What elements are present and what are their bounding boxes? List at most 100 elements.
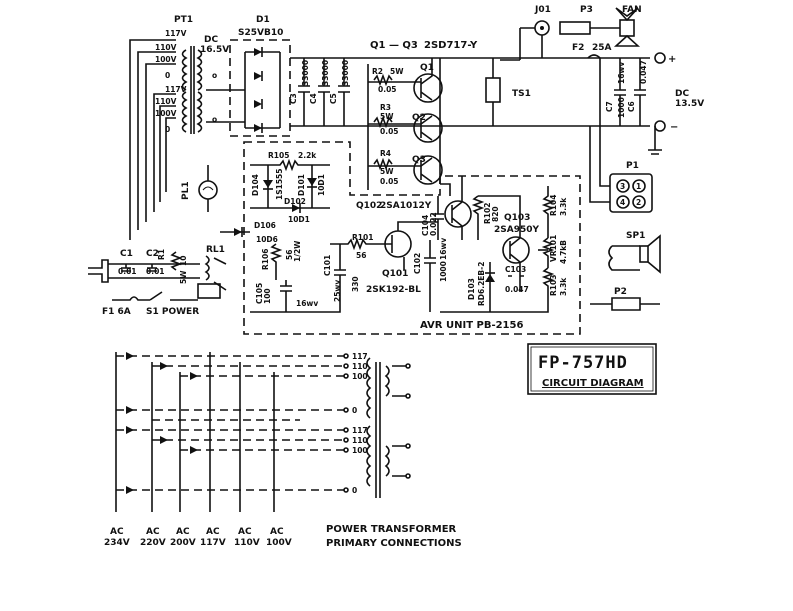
d102-label: D102 — [284, 197, 306, 206]
c104-label: C104 — [421, 215, 430, 236]
d104-label: D104 — [251, 174, 260, 196]
dc-out-volts: 13.5V — [675, 99, 704, 109]
c4-label: C4 — [309, 93, 318, 104]
transistor-q3: Q3 — [412, 155, 443, 185]
title-outer-frame — [527, 343, 657, 395]
r2-watt: 5W — [390, 67, 404, 76]
q103-part: 2SA950Y — [494, 225, 539, 235]
d1-dashed-box — [229, 39, 291, 137]
title-inner-frame — [530, 346, 654, 392]
r104-label: R104 — [549, 195, 558, 216]
ac-plug — [88, 259, 109, 283]
d106-label: D106 — [254, 221, 276, 230]
ptap-100b: 100 — [352, 446, 368, 455]
c1-label: C1 — [120, 249, 133, 259]
output-section: F2 25A + − DC 13.5V C7 1000 16wv C6 0.04… — [572, 43, 704, 155]
c7-wv: 16wv — [617, 62, 626, 84]
ac-220-l1: AC — [146, 527, 160, 537]
vr101-label: VR101 — [549, 235, 558, 262]
r106-watt: 1/2W — [293, 240, 302, 262]
ac-100-l2: 100V — [266, 538, 292, 548]
tap-zero-bottom: 0 — [165, 125, 170, 134]
dc-minus-terminal — [654, 120, 666, 132]
dc-value: 16.5V — [200, 45, 229, 55]
r104-value: 3.3k — [559, 197, 568, 216]
c104-value: 0.022 — [429, 212, 438, 236]
r2-label: R2 — [372, 67, 383, 76]
r1-label: R1 — [157, 249, 166, 260]
r2-value: 0.05 — [378, 85, 397, 94]
c7-value: 1000 — [617, 97, 626, 118]
d106-part: 10D6 — [256, 235, 278, 244]
c103-value: 0.047 — [505, 285, 529, 294]
r105-value: 2.2k — [298, 151, 317, 160]
r4-value: 0.05 — [380, 177, 399, 186]
thermal-switch-ts1: TS1 — [485, 58, 531, 126]
c105-wv: 16wv — [296, 299, 318, 308]
c3-label: C3 — [289, 93, 298, 104]
switch-s1-label: S1 POWER — [146, 307, 199, 317]
collector-bus — [439, 58, 451, 196]
fan-label: FAN — [622, 5, 642, 15]
pl1-label: PL1 — [181, 181, 191, 200]
primary-connections-diagram: 117 110 100 0 117 110 100 0 — [104, 352, 462, 549]
tap-110-top: 110V — [155, 43, 177, 52]
r101-label: R101 — [352, 233, 373, 242]
ptap-0b: 0 — [352, 486, 357, 495]
vr101-value: 4.7kB — [559, 240, 568, 264]
r1-value: 10 — [179, 256, 188, 266]
c101-value: 330 — [351, 276, 360, 292]
c3-value: 33000 — [301, 60, 310, 86]
title-box: FP-757HD CIRCUIT DIAGRAM — [527, 343, 657, 395]
p3-label: P3 — [580, 5, 593, 15]
r105-label: R105 — [268, 151, 289, 160]
ac-220-l2: 220V — [140, 538, 166, 548]
f2-rating: 25A — [592, 43, 612, 53]
ptap-110a: 110 — [352, 362, 368, 371]
fan-connector: J01 P3 FAN — [500, 5, 642, 61]
r4-watt: 5W — [380, 167, 394, 176]
ac-200-l2: 200V — [170, 538, 196, 548]
r101-value: 56 — [356, 251, 366, 260]
r102-value: 820 — [491, 206, 500, 222]
d102-part: 10D1 — [288, 215, 310, 224]
c105-label: C105 — [255, 283, 264, 304]
ptap-100a: 100 — [352, 372, 368, 381]
c103-label: C103 — [505, 265, 526, 274]
c5-value: 33000 — [341, 60, 350, 86]
c6-value: 0.047 — [639, 60, 648, 84]
transistor-q1: Q1 — [413, 58, 443, 103]
ac-200-l1: AC — [176, 527, 190, 537]
speaker-sp1: SP1 P2 — [590, 231, 661, 311]
caption-line1: POWER TRANSFORMER — [326, 524, 457, 535]
tap-zero-top: 0 — [165, 71, 170, 80]
p1-pin-2: 2 — [636, 198, 641, 207]
plus-sign: + — [668, 54, 676, 65]
p2-label: P2 — [614, 287, 627, 297]
d101-label: D101 — [297, 174, 306, 196]
q2-label: Q2 — [412, 113, 426, 123]
dc-out-label: DC — [675, 89, 689, 99]
primary-coil-top — [181, 49, 188, 91]
p1-pin-3: 3 — [620, 182, 625, 191]
c102-label: C102 — [413, 253, 422, 274]
d103-part: RD6.2EB-2 — [477, 262, 486, 306]
ac-234-l1: AC — [110, 527, 124, 537]
c6-label: C6 — [627, 101, 636, 112]
rl1-label: RL1 — [206, 245, 225, 255]
c2-label: C2 — [146, 249, 159, 259]
primary-side: C1 0.01 C2 0.01 R1 5W 10 RL1 F1 6A S1 PO… — [88, 245, 227, 317]
c7-label: C7 — [605, 101, 614, 112]
avr-label: AVR UNIT PB-2156 — [420, 320, 523, 331]
c5-label: C5 — [329, 93, 338, 104]
ptap-117b: 117 — [352, 426, 368, 435]
pt1-label: PT1 — [174, 15, 193, 25]
dc-plus-terminal — [654, 52, 666, 64]
rectifier-d1: D1 S25VB10 — [206, 15, 291, 137]
q103-label: Q103 — [504, 213, 530, 223]
ptap-0a: 0 — [352, 406, 357, 415]
r3-label: R3 — [380, 103, 391, 112]
c102-value: 1000 — [439, 261, 448, 282]
